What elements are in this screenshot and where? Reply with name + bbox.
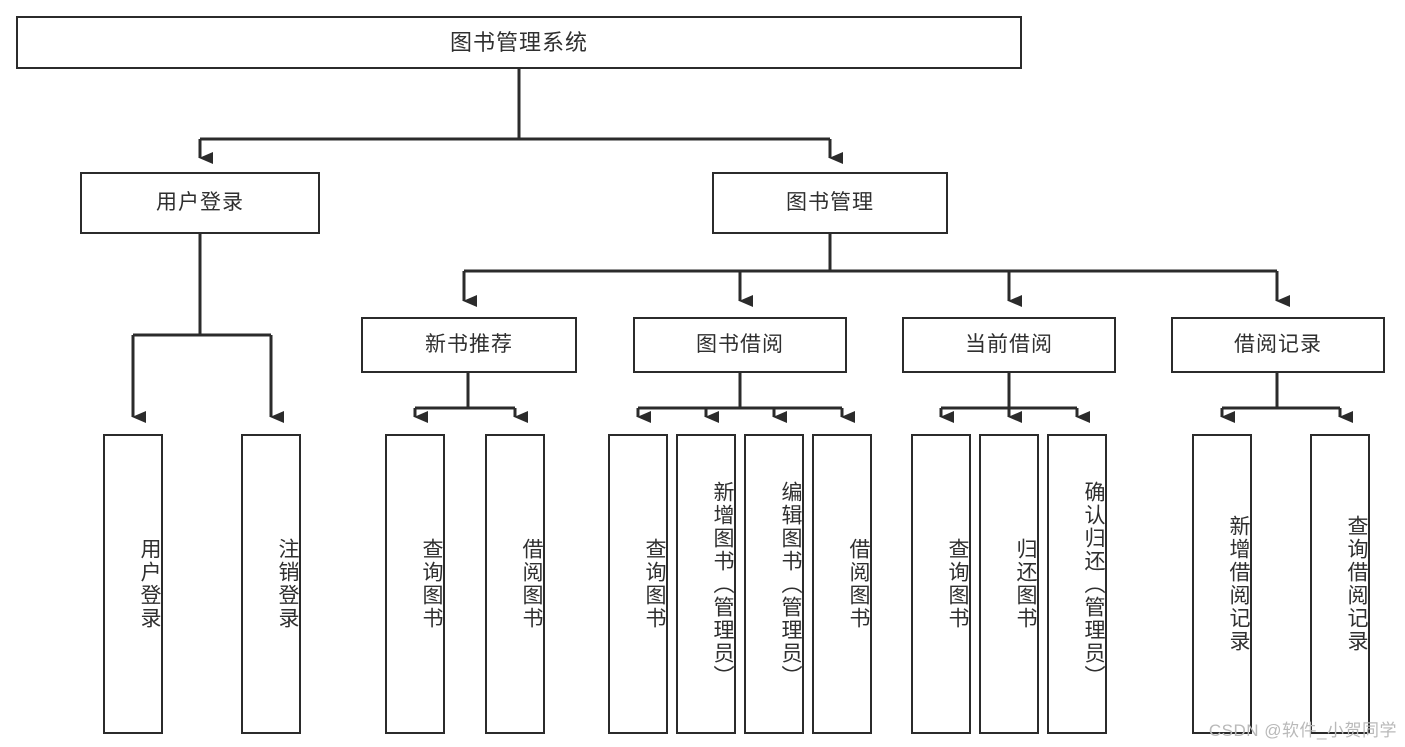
leaf-new-book-borrow[interactable]: 借阅图书 — [485, 434, 545, 734]
leaf-user-login-logout[interactable]: 注销登录 — [241, 434, 301, 734]
leaf-borrow-add-book-admin[interactable]: 新增图书（管理员） — [676, 434, 736, 734]
leaf-borrow-edit-book-admin[interactable]: 编辑图书（管理员） — [744, 434, 804, 734]
csdn-watermark: CSDN @软件_小贺同学 — [1208, 721, 1397, 740]
node-borrow-records[interactable]: 借阅记录 — [1171, 317, 1385, 373]
leaf-current-confirm-return-admin[interactable]: 确认归还（管理员） — [1047, 434, 1107, 734]
node-root-system[interactable]: 图书管理系统 — [16, 16, 1022, 69]
node-current-borrow[interactable]: 当前借阅 — [902, 317, 1116, 373]
leaf-current-query-book[interactable]: 查询图书 — [911, 434, 971, 734]
node-user-login[interactable]: 用户登录 — [80, 172, 320, 234]
leaf-label: 确认归还（管理员） — [1082, 480, 1105, 688]
leaf-label: 新增图书（管理员） — [711, 480, 734, 688]
leaf-label: 借阅图书 — [847, 538, 870, 630]
leaf-label: 注销登录 — [276, 538, 299, 630]
leaf-records-query-record[interactable]: 查询借阅记录 — [1310, 434, 1370, 734]
leaf-borrow-borrow-book[interactable]: 借阅图书 — [812, 434, 872, 734]
leaf-label: 编辑图书（管理员） — [779, 480, 802, 688]
leaf-label: 查询图书 — [946, 538, 969, 630]
node-book-borrow[interactable]: 图书借阅 — [633, 317, 847, 373]
leaf-label: 用户登录 — [138, 538, 161, 630]
leaf-borrow-query-book[interactable]: 查询图书 — [608, 434, 668, 734]
leaf-label: 查询图书 — [420, 538, 443, 630]
leaf-user-login-login[interactable]: 用户登录 — [103, 434, 163, 734]
leaf-label: 归还图书 — [1014, 538, 1037, 630]
leaf-current-return-book[interactable]: 归还图书 — [979, 434, 1039, 734]
leaf-label: 查询借阅记录 — [1345, 515, 1368, 653]
leaf-new-book-query[interactable]: 查询图书 — [385, 434, 445, 734]
leaf-records-add-record[interactable]: 新增借阅记录 — [1192, 434, 1252, 734]
node-book-management[interactable]: 图书管理 — [712, 172, 948, 234]
leaf-label: 新增借阅记录 — [1227, 515, 1250, 653]
node-new-book-recommend[interactable]: 新书推荐 — [361, 317, 577, 373]
leaf-label: 借阅图书 — [520, 538, 543, 630]
leaf-label: 查询图书 — [643, 538, 666, 630]
